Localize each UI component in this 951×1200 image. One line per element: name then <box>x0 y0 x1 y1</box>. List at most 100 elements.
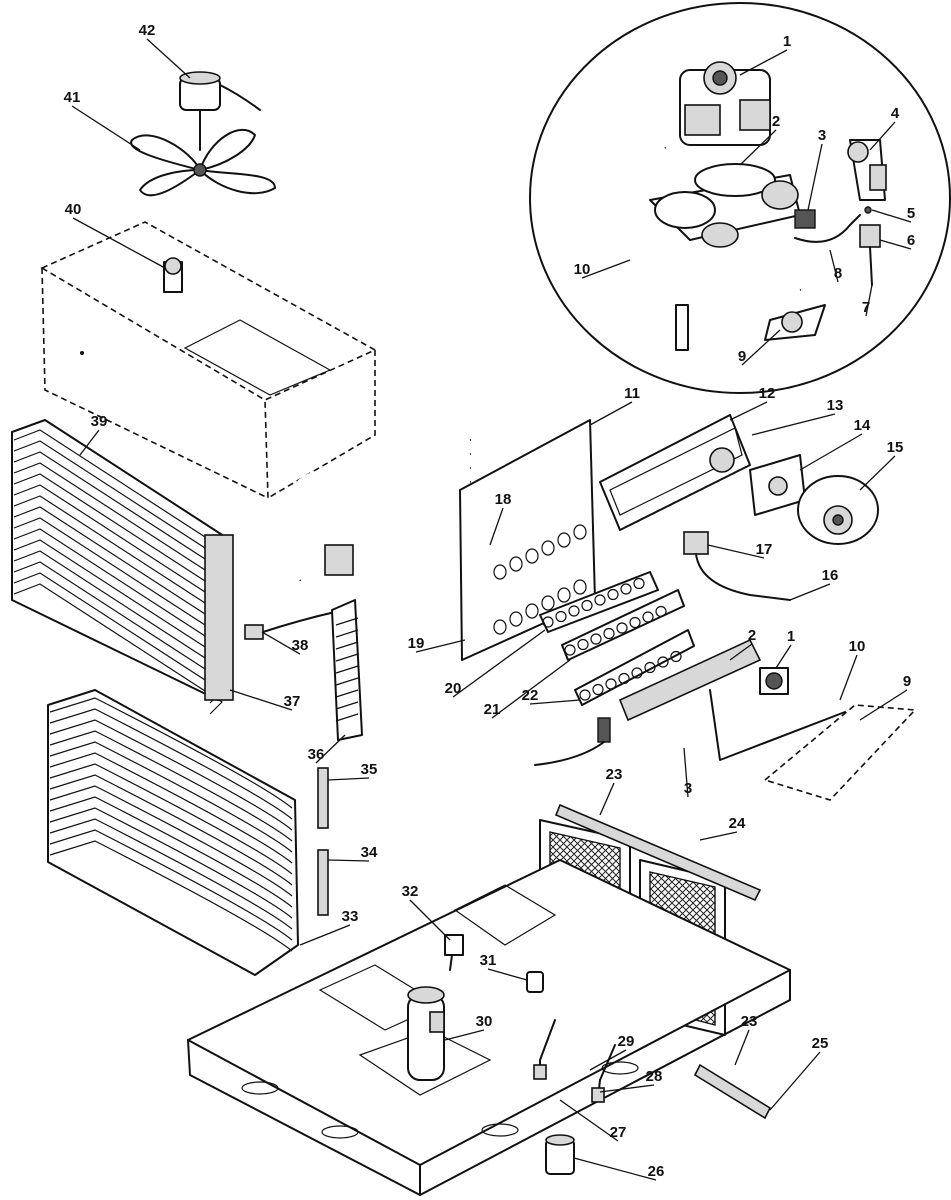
part-gasket <box>749 454 806 516</box>
callout-n37: 37 <box>284 693 301 710</box>
leader-n23 <box>599 782 615 816</box>
leader-n26 <box>573 1157 657 1181</box>
callout-n41: 41 <box>64 89 81 106</box>
hx-port <box>509 556 523 572</box>
part-burner-assembly-detail <box>649 163 801 248</box>
callout-n12: 12 <box>759 385 776 402</box>
leader-n27 <box>559 1099 619 1142</box>
leader-n19 <box>415 639 466 653</box>
callout-n27: 27 <box>610 1124 627 1141</box>
callout-n2b: 2 <box>748 627 756 644</box>
hx-port <box>573 579 587 595</box>
hx-tube-inner <box>293 437 471 502</box>
harness-rung <box>335 641 359 650</box>
part-heat-exchanger <box>293 419 596 661</box>
callout-n3: 3 <box>818 127 826 144</box>
strip-hole <box>618 672 630 685</box>
coil-fin <box>49 818 293 930</box>
callout-n6: 6 <box>907 232 915 249</box>
detail-inset-circle <box>529 2 951 394</box>
leader-n14 <box>799 433 863 471</box>
strip-hole <box>579 689 591 701</box>
hx-port <box>493 564 507 580</box>
coil-fin <box>49 785 293 897</box>
harness-rung <box>335 629 359 638</box>
leader-n34 <box>327 859 370 862</box>
strip-hole <box>555 610 567 623</box>
part-burner-manifold <box>534 638 917 801</box>
hx-tube-inner <box>293 479 471 550</box>
callout-n8: 8 <box>834 265 842 282</box>
leader-n9b <box>859 689 908 721</box>
callout-n42: 42 <box>139 22 156 39</box>
leader-n39 <box>79 429 100 456</box>
callout-n16: 16 <box>822 567 839 584</box>
hx-port <box>525 603 539 619</box>
callout-n38: 38 <box>292 637 309 654</box>
leader-n21 <box>491 659 571 719</box>
leader-n10 <box>581 259 631 279</box>
coil-fin <box>49 719 293 831</box>
coil-fin <box>49 730 293 842</box>
callout-n9b: 9 <box>903 673 911 690</box>
leader-n28 <box>599 1084 655 1093</box>
coil-fin <box>49 697 293 809</box>
callout-n13: 13 <box>827 397 844 414</box>
callout-n10b: 10 <box>849 638 866 655</box>
part-inducer-blower <box>797 475 879 545</box>
strip-hole <box>644 661 656 674</box>
callout-n23: 23 <box>606 766 623 783</box>
callout-n1: 1 <box>783 33 791 50</box>
leader-n7 <box>865 284 873 317</box>
hx-tube-inner <box>293 493 471 566</box>
hx-port <box>557 587 571 603</box>
part-capacitor-small <box>526 971 544 993</box>
part-pilot-bracket <box>847 139 887 201</box>
leader-n4 <box>869 121 896 151</box>
coil-fin <box>49 752 293 864</box>
callout-n9: 9 <box>738 348 746 365</box>
harness-rung <box>335 689 359 698</box>
callout-n33: 33 <box>342 908 359 925</box>
strip-hole <box>642 611 654 623</box>
hx-port <box>541 595 555 611</box>
leader-n24 <box>699 831 738 841</box>
leader-n2b <box>729 643 753 661</box>
leader-n10b <box>839 654 858 701</box>
leader-n22 <box>529 699 581 705</box>
strip-hole <box>631 667 643 679</box>
leader-n1 <box>739 49 788 76</box>
callout-n25: 25 <box>812 1035 829 1052</box>
strip-hole <box>577 638 589 651</box>
leader-n29 <box>589 1049 627 1071</box>
part-top-cabinet-dashed <box>40 221 377 500</box>
strip-hole <box>603 627 615 640</box>
leader-n12 <box>729 401 768 421</box>
callout-n30: 30 <box>476 1013 493 1030</box>
part-gas-valve-detail <box>679 61 771 146</box>
strip-hole <box>633 577 645 590</box>
strip-hole <box>590 633 602 645</box>
part-coil-brackets <box>317 767 329 916</box>
strip-hole <box>594 594 606 606</box>
strip-hole <box>657 656 669 668</box>
part-pressure-switch <box>683 531 791 601</box>
part-collector-box <box>599 414 751 531</box>
coil-fin <box>49 708 293 820</box>
hx-port <box>493 619 507 635</box>
leader-n23b <box>734 1029 750 1066</box>
leader-n38 <box>261 631 301 655</box>
leader-n40 <box>72 217 166 269</box>
leader-n13 <box>751 413 836 436</box>
part-burner-strips <box>539 571 695 706</box>
strip-hole <box>620 583 632 595</box>
harness-rung <box>335 701 359 710</box>
leader-n3b <box>683 747 689 798</box>
leader-n8 <box>829 249 839 283</box>
callout-n31: 31 <box>480 952 497 969</box>
part-capacitor-large <box>545 1134 575 1175</box>
strip-hole <box>670 650 682 663</box>
callout-n3b: 3 <box>684 780 692 797</box>
leader-n25 <box>769 1051 821 1111</box>
